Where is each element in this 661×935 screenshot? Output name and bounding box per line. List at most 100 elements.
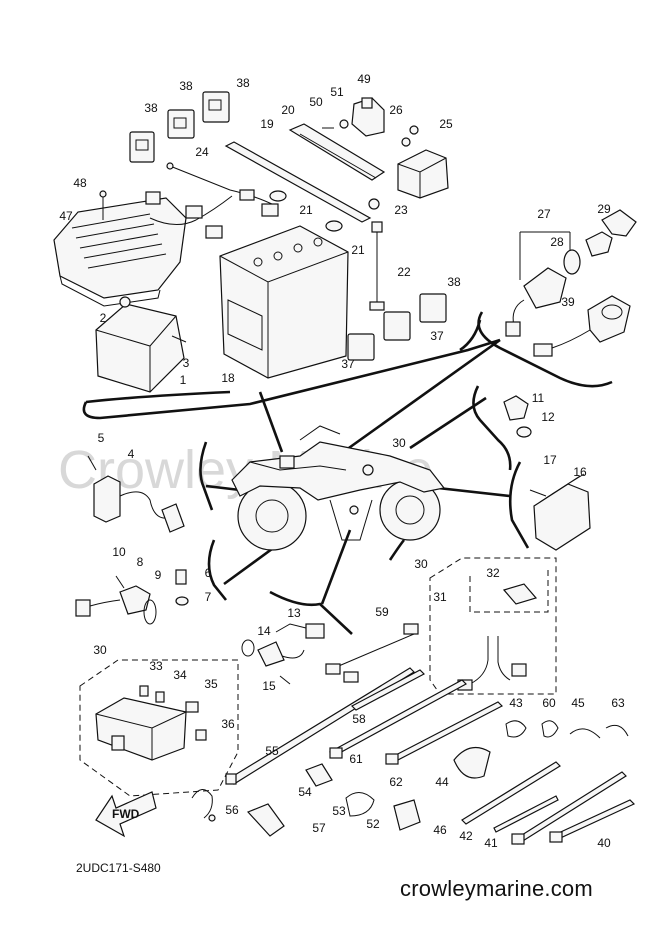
callout-number: 58	[352, 712, 366, 726]
callout-number: 2	[100, 311, 107, 325]
ecu-module	[53, 190, 187, 307]
callout-number: 40	[597, 836, 611, 850]
accessory-socket	[533, 295, 631, 357]
callout-number: 60	[542, 696, 556, 710]
callout-number: 18	[221, 371, 235, 385]
ignition-coil	[87, 455, 185, 533]
callout-number: 37	[430, 329, 444, 343]
callout-number: 38	[179, 79, 193, 93]
callout-number: 19	[260, 117, 274, 131]
diagram-code: 2UDC171-S480	[76, 861, 161, 875]
relay-group-top-left	[129, 91, 230, 163]
callout-number: 13	[287, 606, 301, 620]
callout-number: 24	[195, 145, 209, 159]
callout-layer: 1234567891011121314151617181920212122232…	[59, 72, 625, 850]
relay-group-battery-side	[347, 293, 447, 361]
callout-number: 21	[351, 243, 365, 257]
callout-number: 57	[312, 821, 326, 835]
callout-number: 1	[180, 373, 187, 387]
callout-number: 33	[149, 659, 163, 673]
callout-number: 30	[414, 557, 428, 571]
site-url: crowleymarine.com	[400, 876, 593, 901]
fwd-label: FWD	[112, 807, 140, 821]
callout-number: 29	[597, 202, 611, 216]
callout-number: 17	[543, 453, 557, 467]
callout-number: 3	[183, 356, 190, 370]
callout-number: 48	[73, 176, 87, 190]
callout-number: 56	[225, 803, 239, 817]
long-bolt	[369, 221, 385, 311]
sub-lead	[325, 623, 419, 683]
callout-number: 52	[366, 817, 380, 831]
nut	[368, 198, 380, 210]
callout-number: 51	[330, 85, 344, 99]
callout-number: 4	[128, 447, 135, 461]
callout-number: 38	[144, 101, 158, 115]
callout-number: 44	[435, 775, 449, 789]
callout-number: 27	[537, 207, 551, 221]
sensor-assembly	[322, 97, 385, 137]
callout-number: 11	[532, 391, 545, 405]
callout-number: 7	[205, 590, 212, 604]
callout-number: 28	[550, 235, 564, 249]
callout-number: 35	[204, 677, 218, 691]
pickup-sensor	[241, 623, 325, 685]
callout-number: 21	[299, 203, 313, 217]
atv-vehicle	[231, 425, 446, 551]
callout-number: 47	[59, 209, 73, 223]
callout-number: 37	[341, 357, 355, 371]
callout-number: 63	[611, 696, 625, 710]
callout-number: 31	[433, 590, 447, 604]
callout-number: 45	[571, 696, 585, 710]
callout-number: 30	[392, 436, 406, 450]
section-dividers	[82, 311, 613, 635]
harness-lead	[145, 162, 279, 239]
callout-number: 38	[236, 76, 250, 90]
main-switch-assembly	[505, 209, 637, 337]
callout-number: 15	[262, 679, 276, 693]
callout-number: 9	[155, 568, 162, 582]
speed-sensor	[503, 395, 532, 438]
control-unit	[95, 296, 187, 393]
callout-number: 14	[257, 624, 271, 638]
fuse-box-left	[79, 659, 239, 797]
callout-number: 54	[298, 785, 312, 799]
callout-number: 26	[389, 103, 403, 117]
callout-number: 22	[397, 265, 411, 279]
sensor-group	[75, 569, 189, 625]
callout-number: 20	[281, 103, 295, 117]
callout-number: 42	[459, 829, 473, 843]
callout-number: 12	[541, 410, 555, 424]
battery	[219, 225, 349, 379]
callout-number: 59	[375, 605, 389, 619]
callout-number: 61	[349, 752, 363, 766]
callout-number: 34	[173, 668, 187, 682]
callout-number: 25	[439, 117, 453, 131]
fwd-arrow: FWD	[95, 791, 157, 838]
callout-number: 62	[389, 775, 403, 789]
rectifier-regulator	[529, 473, 591, 551]
callout-number: 6	[205, 566, 212, 580]
callout-number: 38	[447, 275, 461, 289]
callout-number: 32	[486, 566, 500, 580]
callout-number: 36	[221, 717, 235, 731]
clamps	[191, 720, 629, 837]
callout-number: 5	[98, 431, 105, 445]
callout-number: 23	[394, 203, 408, 217]
callout-number: 55	[265, 744, 279, 758]
callout-number: 43	[509, 696, 523, 710]
callout-number: 16	[573, 465, 587, 479]
battery-bracket	[224, 123, 386, 232]
callout-number: 39	[561, 295, 575, 309]
callout-number: 46	[433, 823, 447, 837]
callout-number: 49	[357, 72, 371, 86]
cable-ties	[225, 667, 636, 845]
starter-relay	[397, 125, 449, 199]
callout-number: 10	[112, 545, 126, 559]
callout-number: 53	[332, 804, 346, 818]
callout-number: 30	[93, 643, 107, 657]
callout-number: 8	[137, 555, 144, 569]
callout-number: 41	[484, 836, 498, 850]
callout-number: 50	[309, 95, 323, 109]
